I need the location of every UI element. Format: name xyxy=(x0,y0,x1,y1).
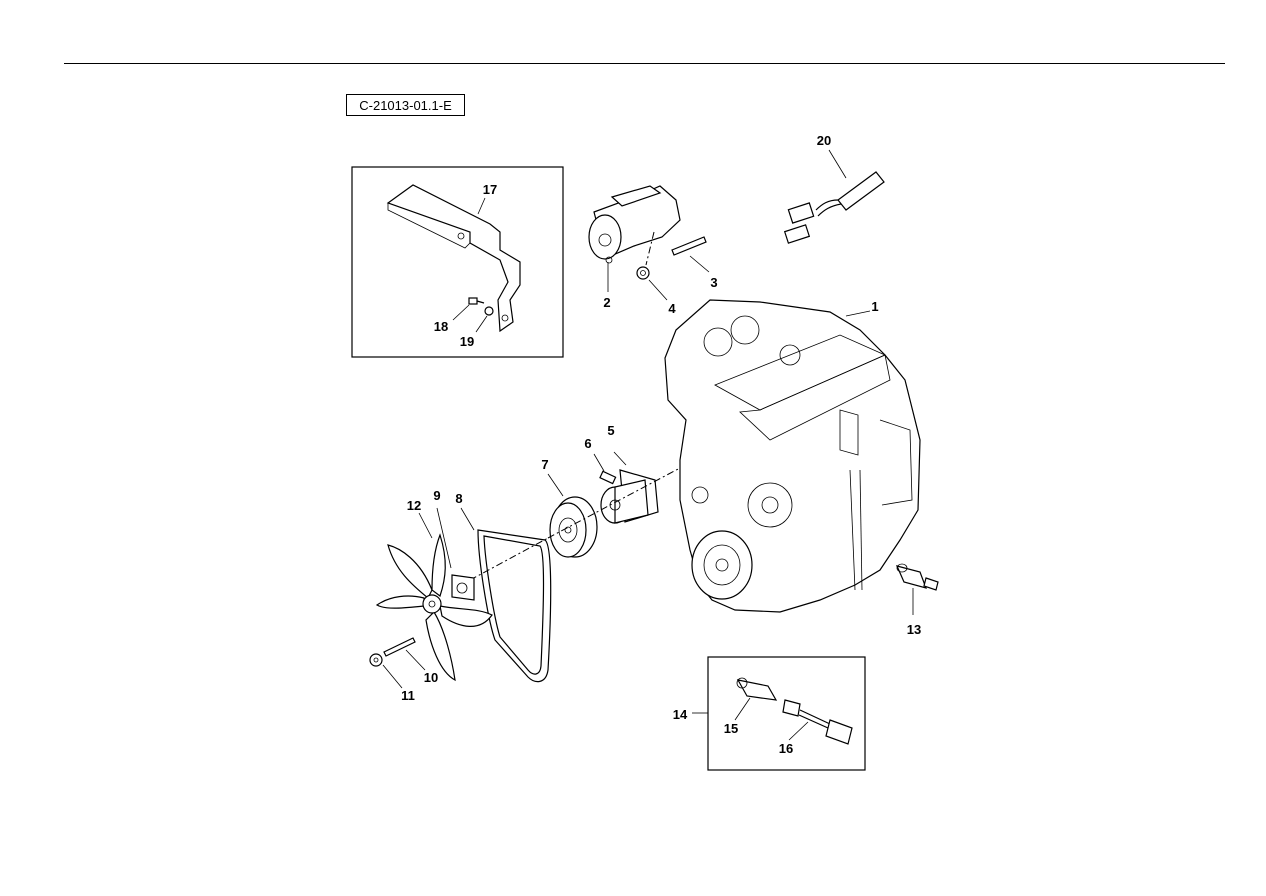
callout-4: 4 xyxy=(668,301,676,316)
starter-alignment-line xyxy=(645,231,655,266)
callout-14: 14 xyxy=(673,707,688,722)
callout-15: 15 xyxy=(724,721,738,736)
callout-11: 11 xyxy=(401,688,415,703)
starter-motor xyxy=(588,185,681,264)
fan-spacer xyxy=(451,574,475,601)
engine-block xyxy=(664,299,921,613)
callout-13: 13 xyxy=(907,622,921,637)
bolt-and-washer xyxy=(468,297,494,316)
callout-3: 3 xyxy=(710,275,717,290)
callout-17: 17 xyxy=(483,182,497,197)
cooling-fan xyxy=(375,533,493,682)
callout-19: 19 xyxy=(460,334,474,349)
callout-5: 5 xyxy=(607,423,614,438)
leader-lines xyxy=(382,149,914,741)
callout-2: 2 xyxy=(603,295,610,310)
callout-9: 9 xyxy=(433,488,440,503)
callout-12: 12 xyxy=(407,498,421,513)
fan-bolt xyxy=(383,637,416,657)
water-pump-housing xyxy=(600,469,659,524)
starter-nut xyxy=(636,266,650,280)
pump-bolt xyxy=(599,470,617,485)
reference-code-box: C-21013-01.1-E xyxy=(346,94,465,116)
callout-10: 10 xyxy=(424,670,438,685)
fan-pulley xyxy=(549,496,598,558)
oil-pressure-sender xyxy=(736,677,778,701)
pulley-alignment-line xyxy=(547,467,681,539)
callout-20: 20 xyxy=(817,133,831,148)
bracket-inset-frame xyxy=(351,166,564,358)
callout-6: 6 xyxy=(584,436,591,451)
callout-18: 18 xyxy=(434,319,448,334)
callout-8: 8 xyxy=(455,491,462,506)
fan-washer xyxy=(369,653,383,667)
sender-inset-frame xyxy=(707,656,866,771)
wiring-harness xyxy=(783,171,885,244)
header-rule xyxy=(64,63,1225,64)
temperature-sensor xyxy=(895,563,939,591)
callout-16: 16 xyxy=(779,741,793,756)
sender-lead xyxy=(782,699,853,745)
bracket-part xyxy=(386,184,521,333)
v-belt xyxy=(477,529,552,683)
callout-1: 1 xyxy=(871,299,878,314)
callout-7: 7 xyxy=(541,457,548,472)
stud-pin xyxy=(671,236,707,256)
